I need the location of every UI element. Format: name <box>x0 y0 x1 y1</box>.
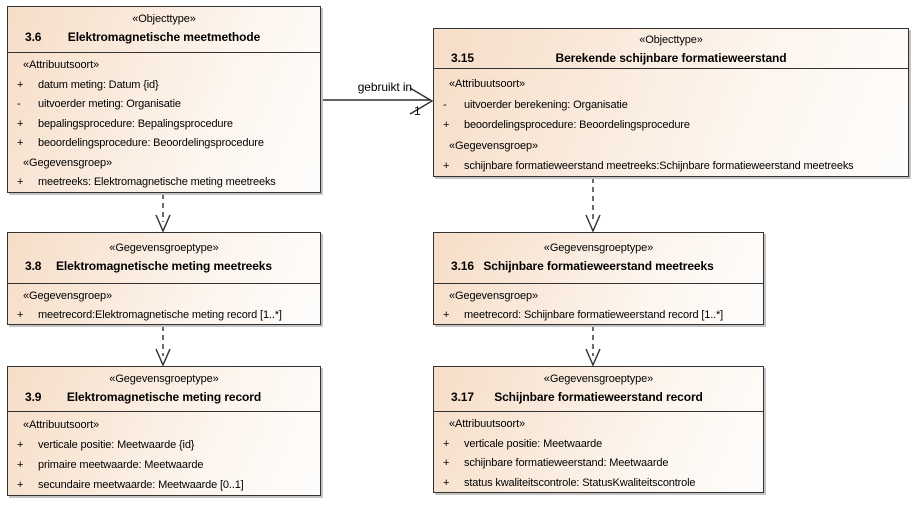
class-box-schijnbare-formatieweerstand-record: «Gegevensgroeptype» 3.17 Schijnbare form… <box>433 366 764 493</box>
class-header: «Gegevensgroeptype» 3.9 Elektromagnetisc… <box>8 367 320 412</box>
visibility-marker: + <box>17 78 24 91</box>
attribute-row: + meetrecord: Schijnbare formatieweersta… <box>434 306 763 325</box>
stereotype-label: «Gegevensgroeptype» <box>543 373 654 385</box>
class-header: «Gegevensgroeptype» 3.17 Schijnbare form… <box>434 367 763 412</box>
class-number: 3.6 <box>25 30 42 44</box>
attribute-text: schijnbare formatieweerstand: Meetwaarde <box>464 457 669 469</box>
attribute-row: + verticale positie: Meetwaarde {id} <box>8 435 320 455</box>
visibility-marker: + <box>17 137 24 149</box>
section-label: «Attribuutsoort» <box>23 59 100 71</box>
connector-label-gebruikt-in: gebruikt in <box>357 80 412 94</box>
class-title: Elektromagnetische meting meetreeks <box>56 259 272 273</box>
attribute-text: secundaire meetwaarde: Meetwaarde [0..1] <box>38 479 244 491</box>
arrowhead-left-1 <box>155 214 171 233</box>
attribute-text: schijnbare formatieweerstand meetreeks:S… <box>464 160 854 172</box>
attribute-row: + bepalingsprocedure: Bepalingsprocedure <box>8 115 320 135</box>
class-box-elektromagnetische-meetmethode: «Objecttype» 3.6 Elektromagnetische meet… <box>7 6 321 193</box>
class-header: «Objecttype» 3.15 Berekende schijnbare f… <box>434 29 908 69</box>
class-body: «Gegevensgroep» + meetrecord: Schijnbare… <box>434 284 763 325</box>
class-title: Schijnbare formatieweerstand meetreeks <box>483 259 714 273</box>
attribute-row: + meetrecord:Elektromagnetische meting r… <box>8 306 320 325</box>
stereotype-label: «Objecttype» <box>132 13 196 25</box>
attribute-row: + verticale positie: Meetwaarde <box>434 435 763 455</box>
attribute-text: uitvoerder berekening: Organisatie <box>464 98 628 111</box>
class-box-elektromagnetische-meting-record: «Gegevensgroeptype» 3.9 Elektromagnetisc… <box>7 366 321 496</box>
class-body: «Gegevensgroep» + meetrecord:Elektromagn… <box>8 284 320 325</box>
visibility-marker: + <box>443 457 450 469</box>
class-number: 3.17 <box>451 390 474 404</box>
stereotype-label: «Gegevensgroeptype» <box>543 242 654 254</box>
class-number: 3.16 <box>451 259 474 273</box>
attribute-text: uitvoerder meting: Organisatie <box>38 98 181 110</box>
attribute-row: + beoordelingsprocedure: Beoordelingspro… <box>434 115 908 136</box>
visibility-marker: + <box>443 119 450 131</box>
class-number: 3.9 <box>25 390 42 404</box>
arrowhead-left-2 <box>155 348 171 367</box>
arrowhead-right-2 <box>585 348 601 367</box>
class-title: Schijnbare formatieweerstand record <box>494 390 703 404</box>
attribute-text: status kwaliteitscontrole: StatusKwalite… <box>464 476 696 489</box>
class-body: «Attribuutsoort» - uitvoerder berekening… <box>434 69 908 177</box>
visibility-marker: + <box>17 176 24 188</box>
attribute-row: + meetreeks: Elektromagnetische meting m… <box>8 173 320 193</box>
attribute-text: datum meting: Datum {id} <box>38 78 159 91</box>
attribute-row: + datum meting: Datum {id} <box>8 76 320 96</box>
attribute-text: beoordelingsprocedure: Beoordelingsproce… <box>464 119 690 131</box>
class-body: «Attribuutsoort» + datum meting: Datum {… <box>8 53 320 193</box>
section-label: «Gegevensgroep» <box>449 139 539 152</box>
visibility-marker: - <box>443 98 447 111</box>
stereotype-label: «Gegevensgroeptype» <box>109 373 219 385</box>
visibility-marker: + <box>443 309 450 321</box>
visibility-marker: + <box>443 476 450 489</box>
connector-multiplicity: 1 <box>414 104 421 118</box>
attribute-text: beoordelingsprocedure: Beoordelingsproce… <box>38 137 264 149</box>
visibility-marker: + <box>17 309 24 321</box>
attribute-row: + schijnbare formatieweerstand meetreeks… <box>434 156 908 177</box>
stereotype-label: «Objecttype» <box>639 34 703 46</box>
section-label: «Gegevensgroep» <box>23 290 113 302</box>
visibility-marker: + <box>17 117 24 130</box>
class-header: «Objecttype» 3.6 Elektromagnetische meet… <box>8 7 320 53</box>
class-title: Elektromagnetische meting record <box>66 390 262 404</box>
attribute-row: + primaire meetwaarde: Meetwaarde <box>8 455 320 475</box>
attribute-row: - uitvoerder berekening: Organisatie <box>434 95 908 116</box>
attribute-text: verticale positie: Meetwaarde {id} <box>38 439 195 451</box>
class-title: Elektromagnetische meetmethode <box>67 30 261 44</box>
attribute-text: meetrecord: Schijnbare formatieweerstand… <box>464 309 724 321</box>
attribute-row: + secundaire meetwaarde: Meetwaarde [0..… <box>8 475 320 495</box>
class-body: «Attribuutsoort» + verticale positie: Me… <box>434 412 763 493</box>
attribute-text: primaire meetwaarde: Meetwaarde <box>38 459 204 471</box>
class-number: 3.15 <box>451 51 474 65</box>
class-box-schijnbare-formatieweerstand-meetreeks: «Gegevensgroeptype» 3.16 Schijnbare form… <box>433 232 764 325</box>
attribute-text: verticale positie: Meetwaarde <box>464 437 603 450</box>
visibility-marker: + <box>17 439 24 451</box>
attribute-row: + beoordelingsprocedure: Beoordelingspro… <box>8 134 320 154</box>
class-header: «Gegevensgroeptype» 3.16 Schijnbare form… <box>434 233 763 284</box>
section-label: «Attribuutsoort» <box>449 78 526 90</box>
visibility-marker: + <box>17 459 24 471</box>
class-body: «Attribuutsoort» + verticale positie: Me… <box>8 412 320 495</box>
attribute-text: meetreeks: Elektromagnetische meting mee… <box>38 176 276 188</box>
visibility-marker: + <box>17 479 24 491</box>
section-label: «Attribuutsoort» <box>449 418 526 430</box>
attribute-row: + schijnbare formatieweerstand: Meetwaar… <box>434 454 763 474</box>
class-title: Berekende schijnbare formatieweerstand <box>555 51 787 65</box>
section-label: «Gegevensgroep» <box>449 290 539 302</box>
arrowhead-right-1 <box>585 214 601 233</box>
attribute-row: + status kwaliteitscontrole: StatusKwali… <box>434 474 763 494</box>
visibility-marker: + <box>443 160 450 172</box>
class-box-berekende-schijnbare-formatieweerstand: «Objecttype» 3.15 Berekende schijnbare f… <box>433 28 909 177</box>
stereotype-label: «Gegevensgroeptype» <box>109 242 219 254</box>
visibility-marker: + <box>443 437 450 450</box>
attribute-row: - uitvoerder meting: Organisatie <box>8 95 320 115</box>
class-box-elektromagnetische-meting-meetreeks: «Gegevensgroeptype» 3.8 Elektromagnetisc… <box>7 232 321 325</box>
class-number: 3.8 <box>25 259 42 273</box>
attribute-text: bepalingsprocedure: Bepalingsprocedure <box>38 117 233 130</box>
class-header: «Gegevensgroeptype» 3.8 Elektromagnetisc… <box>8 233 320 284</box>
section-label: «Gegevensgroep» <box>23 156 113 169</box>
attribute-text: meetrecord:Elektromagnetische meting rec… <box>38 309 282 321</box>
section-label: «Attribuutsoort» <box>23 419 100 431</box>
visibility-marker: - <box>17 98 21 110</box>
